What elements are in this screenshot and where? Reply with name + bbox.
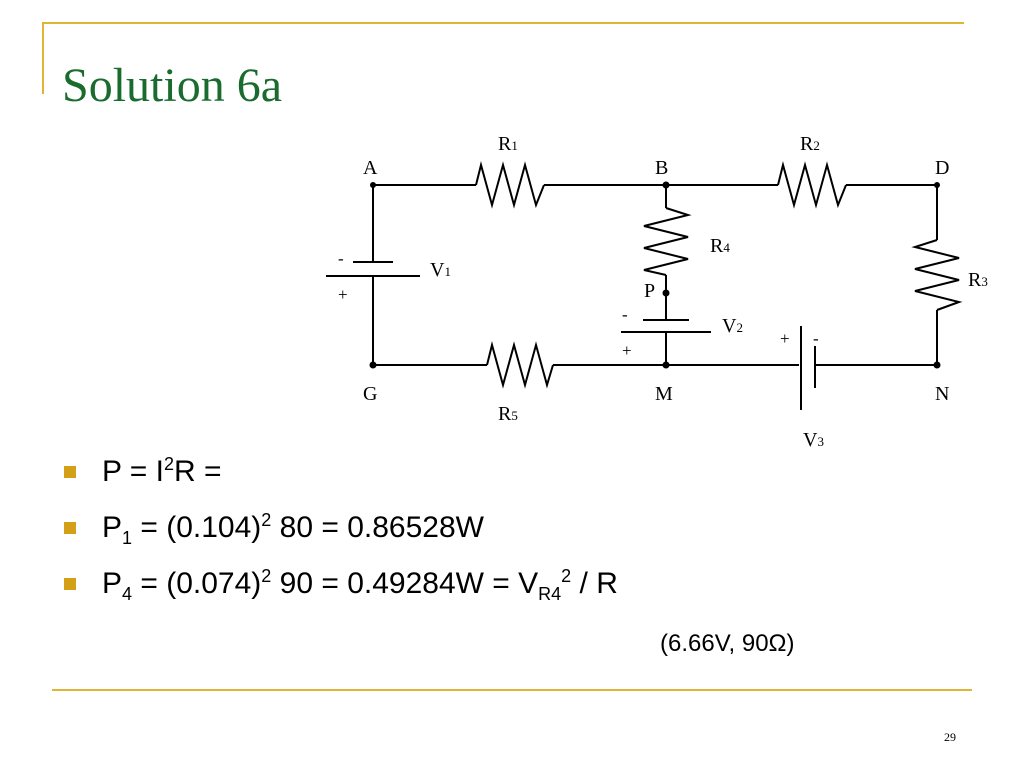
node-d-label: D bbox=[935, 157, 949, 179]
node-a-dot bbox=[370, 182, 376, 188]
v2-minus: - bbox=[622, 305, 628, 324]
r5-label: R5 bbox=[498, 403, 518, 425]
page-number: 29 bbox=[944, 730, 956, 744]
r2-label: R2 bbox=[800, 133, 820, 155]
node-b-label: B bbox=[655, 157, 668, 179]
node-a-label: A bbox=[363, 157, 378, 179]
node-g-label: G bbox=[363, 383, 377, 405]
frame-left-line bbox=[42, 22, 44, 94]
v1-plus: + bbox=[338, 285, 348, 304]
bullet-square-icon bbox=[64, 522, 76, 534]
resistor-r4 bbox=[643, 207, 692, 276]
bullet-square-icon bbox=[64, 466, 76, 478]
v3-label: V3 bbox=[803, 429, 824, 451]
resistor-r3 bbox=[911, 239, 963, 311]
battery-v3 bbox=[800, 326, 816, 410]
slide-title: Solution 6a bbox=[62, 59, 283, 112]
v2-plus: + bbox=[622, 341, 632, 360]
v2-label: V2 bbox=[722, 315, 743, 337]
r3-label: R3 bbox=[968, 269, 988, 291]
node-n-dot bbox=[933, 361, 941, 369]
v1-minus: - bbox=[338, 249, 344, 268]
v3-minus: - bbox=[813, 329, 819, 348]
resistor-r1 bbox=[475, 161, 545, 209]
r4-label: R4 bbox=[710, 235, 730, 257]
v3-plus: + bbox=[780, 329, 790, 348]
node-m-dot bbox=[662, 361, 670, 369]
node-g-dot bbox=[369, 361, 377, 369]
r1-label: R1 bbox=[498, 133, 518, 155]
node-p-dot bbox=[662, 289, 670, 297]
value-note: (6.66V, 90Ω) bbox=[660, 630, 795, 657]
battery-v2 bbox=[621, 319, 711, 333]
formula-list: P = I2R = P1 = (0.104)2 80 = 0.86528W P4… bbox=[62, 452, 618, 620]
node-d-dot bbox=[934, 182, 940, 188]
frame-top-line bbox=[42, 22, 964, 24]
formula-item: P4 = (0.074)2 90 = 0.49284W = VR42 / R bbox=[62, 564, 618, 620]
node-p-label: P bbox=[644, 280, 655, 302]
node-n-label: N bbox=[935, 383, 949, 405]
bullet-square-icon bbox=[64, 578, 76, 590]
frame-bottom-line bbox=[52, 689, 972, 691]
formula-item: P1 = (0.104)2 80 = 0.86528W bbox=[62, 508, 618, 564]
resistor-r2 bbox=[777, 161, 847, 209]
v1-label: V1 bbox=[430, 259, 451, 281]
resistor-r5 bbox=[486, 341, 554, 389]
node-m-label: M bbox=[655, 383, 673, 405]
battery-v1 bbox=[326, 261, 420, 277]
node-b-dot bbox=[662, 181, 670, 189]
formula-item: P = I2R = bbox=[62, 452, 618, 508]
